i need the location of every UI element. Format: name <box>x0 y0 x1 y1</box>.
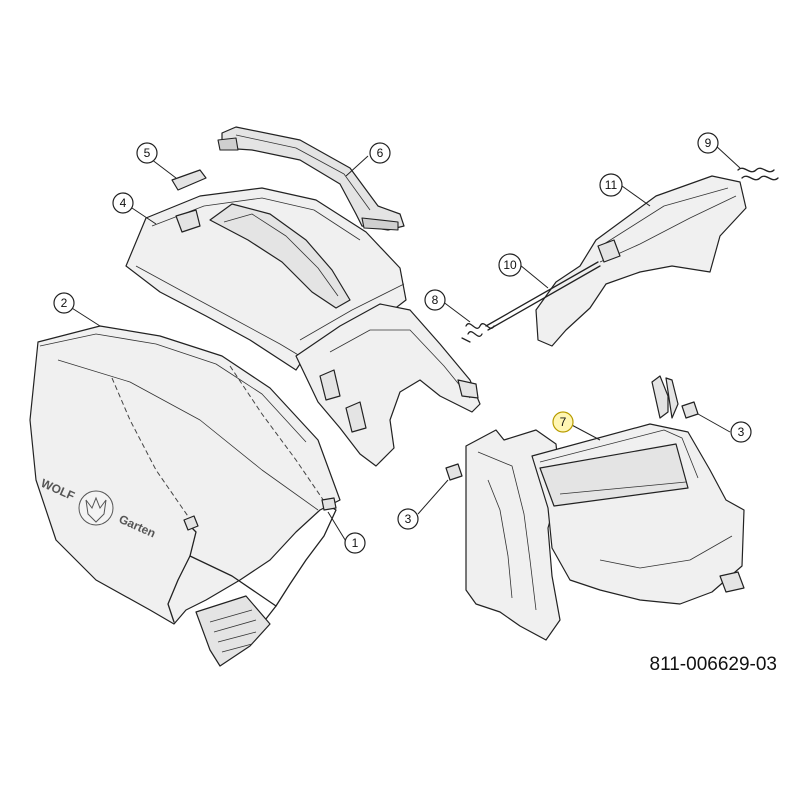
callout-label: 7 <box>560 415 567 429</box>
callout-7: 7 <box>552 411 574 433</box>
part-rear-frame <box>465 375 745 641</box>
callout-5: 5 <box>136 142 158 164</box>
callout-2: 2 <box>53 292 75 314</box>
part-grass-bag: WOLF Garten <box>29 325 341 667</box>
part-cap <box>171 169 207 191</box>
leader-lines <box>63 144 741 544</box>
callout-label: 5 <box>144 146 151 160</box>
callout-4: 4 <box>112 192 134 214</box>
fox-face-icon <box>85 496 107 523</box>
part-handle <box>217 126 405 231</box>
part-side-cover <box>535 175 747 347</box>
callout-label: 2 <box>61 296 68 310</box>
callout-label: 3 <box>738 425 745 439</box>
callout-label: 1 <box>352 536 359 550</box>
callout-1: 1 <box>344 532 366 554</box>
callout-6: 6 <box>369 142 391 164</box>
clip-right <box>681 401 699 419</box>
callout-label: 6 <box>377 146 384 160</box>
part-clips <box>445 401 699 481</box>
part-spring <box>461 323 495 343</box>
part-rod <box>485 261 601 331</box>
part-top-cover <box>125 187 481 467</box>
fox-logo-icon <box>78 490 114 526</box>
callout-label: 9 <box>705 136 712 150</box>
clip-left <box>445 463 463 481</box>
callout-label: 10 <box>503 258 517 272</box>
callout-3-right: 3 <box>730 421 752 443</box>
callout-label: 8 <box>432 293 439 307</box>
callout-label: 3 <box>405 512 412 526</box>
part-spring-top <box>737 167 779 181</box>
callout-label: 11 <box>605 178 618 192</box>
callout-9: 9 <box>697 132 719 154</box>
callout-label: 4 <box>120 196 127 210</box>
part-number-label: 811-006629-03 <box>649 654 777 675</box>
callout-8: 8 <box>424 289 446 311</box>
callout-3-left: 3 <box>397 508 419 530</box>
callout-10: 10 <box>498 253 522 277</box>
callout-11: 11 <box>599 173 623 197</box>
